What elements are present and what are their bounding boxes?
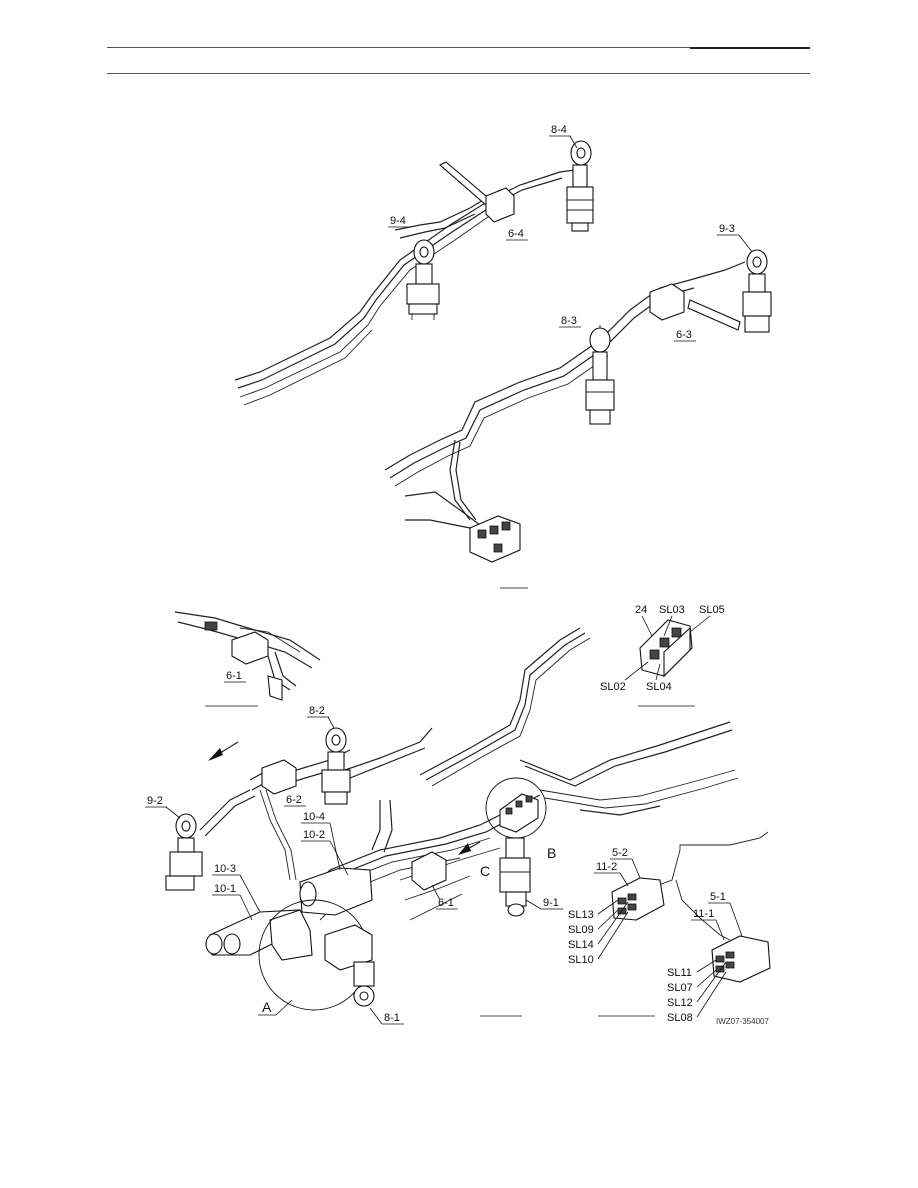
inset-valve-24: 24 SL03 SL05 SL02 SL04 [600,604,725,707]
label-SL02: SL02 [600,681,626,693]
label-5-2: 5-2 [612,847,628,859]
label-SL04: SL04 [646,681,672,693]
drawing-code: IWZ07-354007 [716,1017,769,1026]
label-SL03: SL03 [659,604,685,616]
valve-block-6-1 [411,851,447,891]
cylinder-8-1 [324,924,375,1007]
label-C: C [480,863,490,879]
label-8-3: 8-3 [561,315,577,327]
label-SL07: SL07 [667,982,693,994]
label-8-1: 8-1 [384,1012,400,1024]
label-SL08: SL08 [667,1012,693,1024]
cylinder-9-4 [406,239,440,320]
label-5-1: 5-1 [710,891,726,903]
label-SL09: SL09 [568,924,594,936]
valve-block-6-2 [261,759,297,795]
label-9-4: 9-4 [390,215,406,227]
label-10-3: 10-3 [214,863,236,875]
cylinder-8-3 [585,327,615,425]
label-8-2: 8-2 [309,705,325,717]
label-A: A [262,999,272,1015]
valve-5-1 [711,935,771,983]
valve-block-6-3 [649,283,685,321]
valve-block-6-4 [485,187,515,223]
label-SL14: SL14 [568,939,594,951]
label-9-2: 9-2 [147,795,163,807]
label-11-2: 11-2 [596,861,617,873]
control-valve-stack [469,515,521,563]
valve-5-2 [611,877,665,921]
label-10-4: 10-4 [303,811,325,823]
label-6-2: 6-2 [286,794,302,806]
lower-view [165,627,771,1011]
label-6-3: 6-3 [676,329,692,341]
label-11-1: 11-1 [693,908,714,920]
cylinder-9-3 [742,249,772,333]
label-6-1: 6-1 [438,897,454,909]
cylinder-9-1 [499,837,531,917]
label-6-4: 6-4 [508,228,524,240]
label-24: 24 [635,604,647,616]
label-9-1: 9-1 [543,897,559,909]
label-8-4: 8-4 [551,124,567,136]
label-10-1: 10-1 [214,883,236,895]
header-rule-accent [690,47,810,49]
label-9-3: 9-3 [719,223,735,235]
label-6-1-inset: 6-1 [226,670,242,682]
label-SL10: SL10 [568,954,594,966]
header-rule-bottom [107,73,810,74]
label-SL13: SL13 [568,909,594,921]
upper-view [234,140,772,563]
cylinder-8-2 [321,727,351,805]
label-SL05: SL05 [699,604,725,616]
label-SL11: SL11 [667,967,692,979]
label-10-2: 10-2 [303,829,325,841]
cylinder-9-2 [165,813,203,891]
cylinder-8-4 [566,140,594,232]
header-rule-top [107,47,810,48]
label-B: B [547,845,556,861]
label-SL12: SL12 [667,997,693,1009]
inset-6-1: 6-1 [174,611,321,707]
accumulators [205,867,373,961]
